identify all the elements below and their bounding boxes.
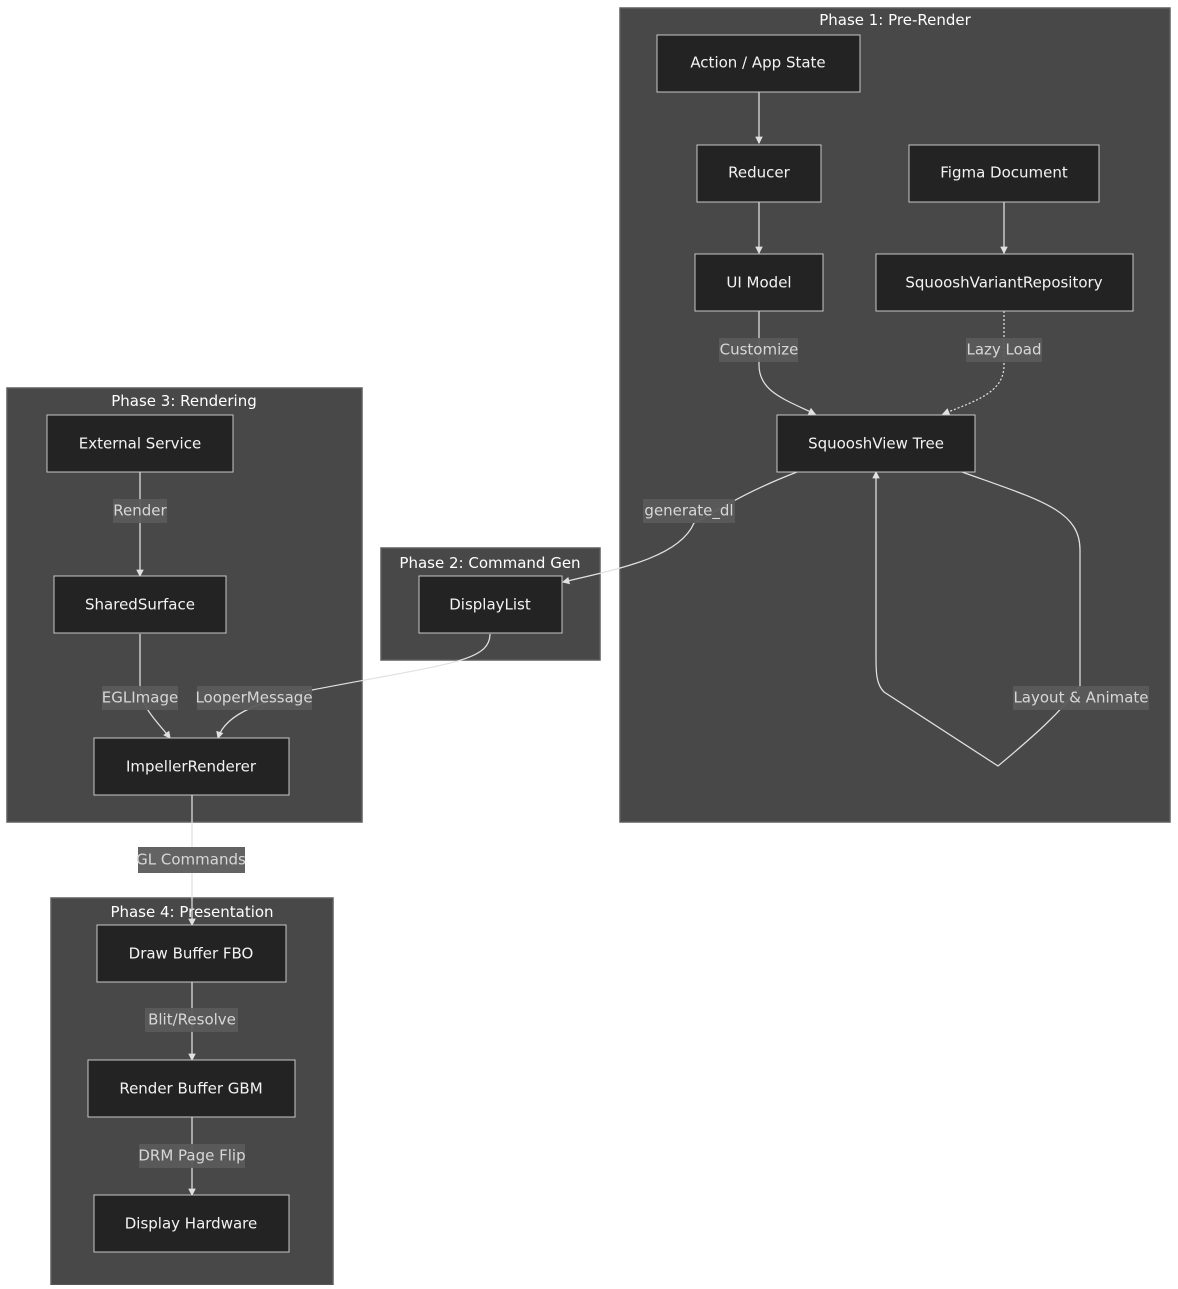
node-figma-document-box	[908, 144, 1100, 203]
node-squoosh-variant-repository-box	[875, 253, 1134, 312]
node-display-hardware: Display Hardware	[93, 1194, 290, 1253]
node-draw-buffer-fbo-label: Draw Buffer FBO	[129, 945, 254, 963]
node-draw-buffer-fbo-box	[96, 924, 287, 983]
node-ui-model-label: UI Model	[726, 274, 791, 292]
edge-label-generate-dl-bg	[643, 499, 735, 523]
node-shared-surface-box	[53, 575, 227, 634]
edge-label-layout-animate: Layout & Animate	[1013, 689, 1148, 707]
node-figma-document: Figma Document	[908, 144, 1100, 203]
node-render-buffer-gbm: Render Buffer GBM	[87, 1059, 296, 1118]
node-external-service-label: External Service	[79, 435, 201, 453]
subgraph-phase-2-title: Phase 2: Command Gen	[399, 554, 580, 572]
edge-label-lazy-load: Lazy Load	[966, 341, 1041, 359]
node-impeller-renderer: ImpellerRenderer	[93, 737, 290, 796]
node-render-buffer-gbm-label: Render Buffer GBM	[119, 1080, 262, 1098]
edge-label-eglimage: EGLImage	[102, 689, 178, 707]
node-impeller-renderer-box	[93, 737, 290, 796]
node-render-buffer-gbm-box	[87, 1059, 296, 1118]
node-squooshview-tree-box	[776, 414, 976, 473]
node-reducer-label: Reducer	[728, 164, 790, 182]
edge-label-blit-resolve-bg	[145, 1008, 238, 1032]
edge-shared-surface-to-renderer	[139, 634, 171, 739]
edge-ui-model-to-tree	[758, 311, 817, 415]
node-action-app-state-label: Action / App State	[690, 54, 825, 72]
edge-displaylist-to-renderer	[216, 633, 491, 740]
subgraph-phase-2-box	[380, 547, 601, 661]
edge-label-looper-message-bg	[197, 686, 312, 710]
node-reducer-box	[696, 144, 822, 203]
node-external-service: External Service	[46, 414, 234, 473]
node-draw-buffer-fbo: Draw Buffer FBO	[96, 924, 287, 983]
node-shared-surface-label: SharedSurface	[85, 596, 195, 614]
node-squoosh-variant-repository-label: SquooshVariantRepository	[905, 274, 1102, 292]
edge-label-layout-animate-bg	[1013, 686, 1149, 710]
node-external-service-box	[46, 414, 234, 473]
edge-repository-to-tree	[941, 311, 1005, 416]
node-display-hardware-label: Display Hardware	[125, 1215, 257, 1233]
subgraph-phase-1-title: Phase 1: Pre-Render	[819, 11, 971, 29]
edge-layout-animate-loop	[872, 470, 1081, 767]
edge-label-looper-message: LooperMessage	[195, 689, 312, 707]
node-impeller-renderer-label: ImpellerRenderer	[126, 758, 257, 776]
edge-tree-to-displaylist	[561, 471, 798, 585]
edge-label-drm-page-flip-bg	[139, 1144, 245, 1168]
edge-label-blit-resolve: Blit/Resolve	[148, 1011, 236, 1029]
edge-label-lazy-load-bg	[966, 338, 1042, 362]
node-display-list: DisplayList	[418, 575, 563, 634]
node-squoosh-variant-repository: SquooshVariantRepository	[875, 253, 1134, 312]
node-display-list-label: DisplayList	[449, 596, 531, 614]
node-reducer: Reducer	[696, 144, 822, 203]
node-squooshview-tree: SquooshView Tree	[776, 414, 976, 473]
nodes: Action / App State Reducer Figma Documen…	[46, 34, 1134, 1253]
edge-labels: Customize Lazy Load generate_dl Layout &…	[102, 338, 1149, 1168]
edge-label-customize-bg	[719, 338, 798, 362]
node-shared-surface: SharedSurface	[53, 575, 227, 634]
edge-label-eglimage-bg	[102, 686, 178, 710]
edge-label-generate-dl: generate_dl	[644, 502, 733, 521]
edge-label-render: Render	[113, 502, 167, 520]
edge-label-gl-commands: GL Commands	[136, 851, 246, 869]
node-action-app-state: Action / App State	[656, 34, 861, 93]
node-ui-model-box	[694, 253, 824, 312]
edge-label-gl-commands-bg	[138, 847, 245, 873]
edge-label-drm-page-flip: DRM Page Flip	[138, 1147, 245, 1165]
edges	[136, 92, 1081, 1197]
node-ui-model: UI Model	[694, 253, 824, 312]
subgraph-phase-2: Phase 2: Command Gen	[380, 547, 601, 661]
node-display-hardware-box	[93, 1194, 290, 1253]
node-action-app-state-box	[656, 34, 861, 93]
node-squooshview-tree-label: SquooshView Tree	[808, 435, 944, 453]
node-figma-document-label: Figma Document	[940, 164, 1068, 182]
edge-label-render-bg	[113, 499, 167, 523]
edge-label-customize: Customize	[720, 341, 799, 359]
node-display-list-box	[418, 575, 563, 634]
subgraph-phase-3-title: Phase 3: Rendering	[111, 392, 257, 410]
